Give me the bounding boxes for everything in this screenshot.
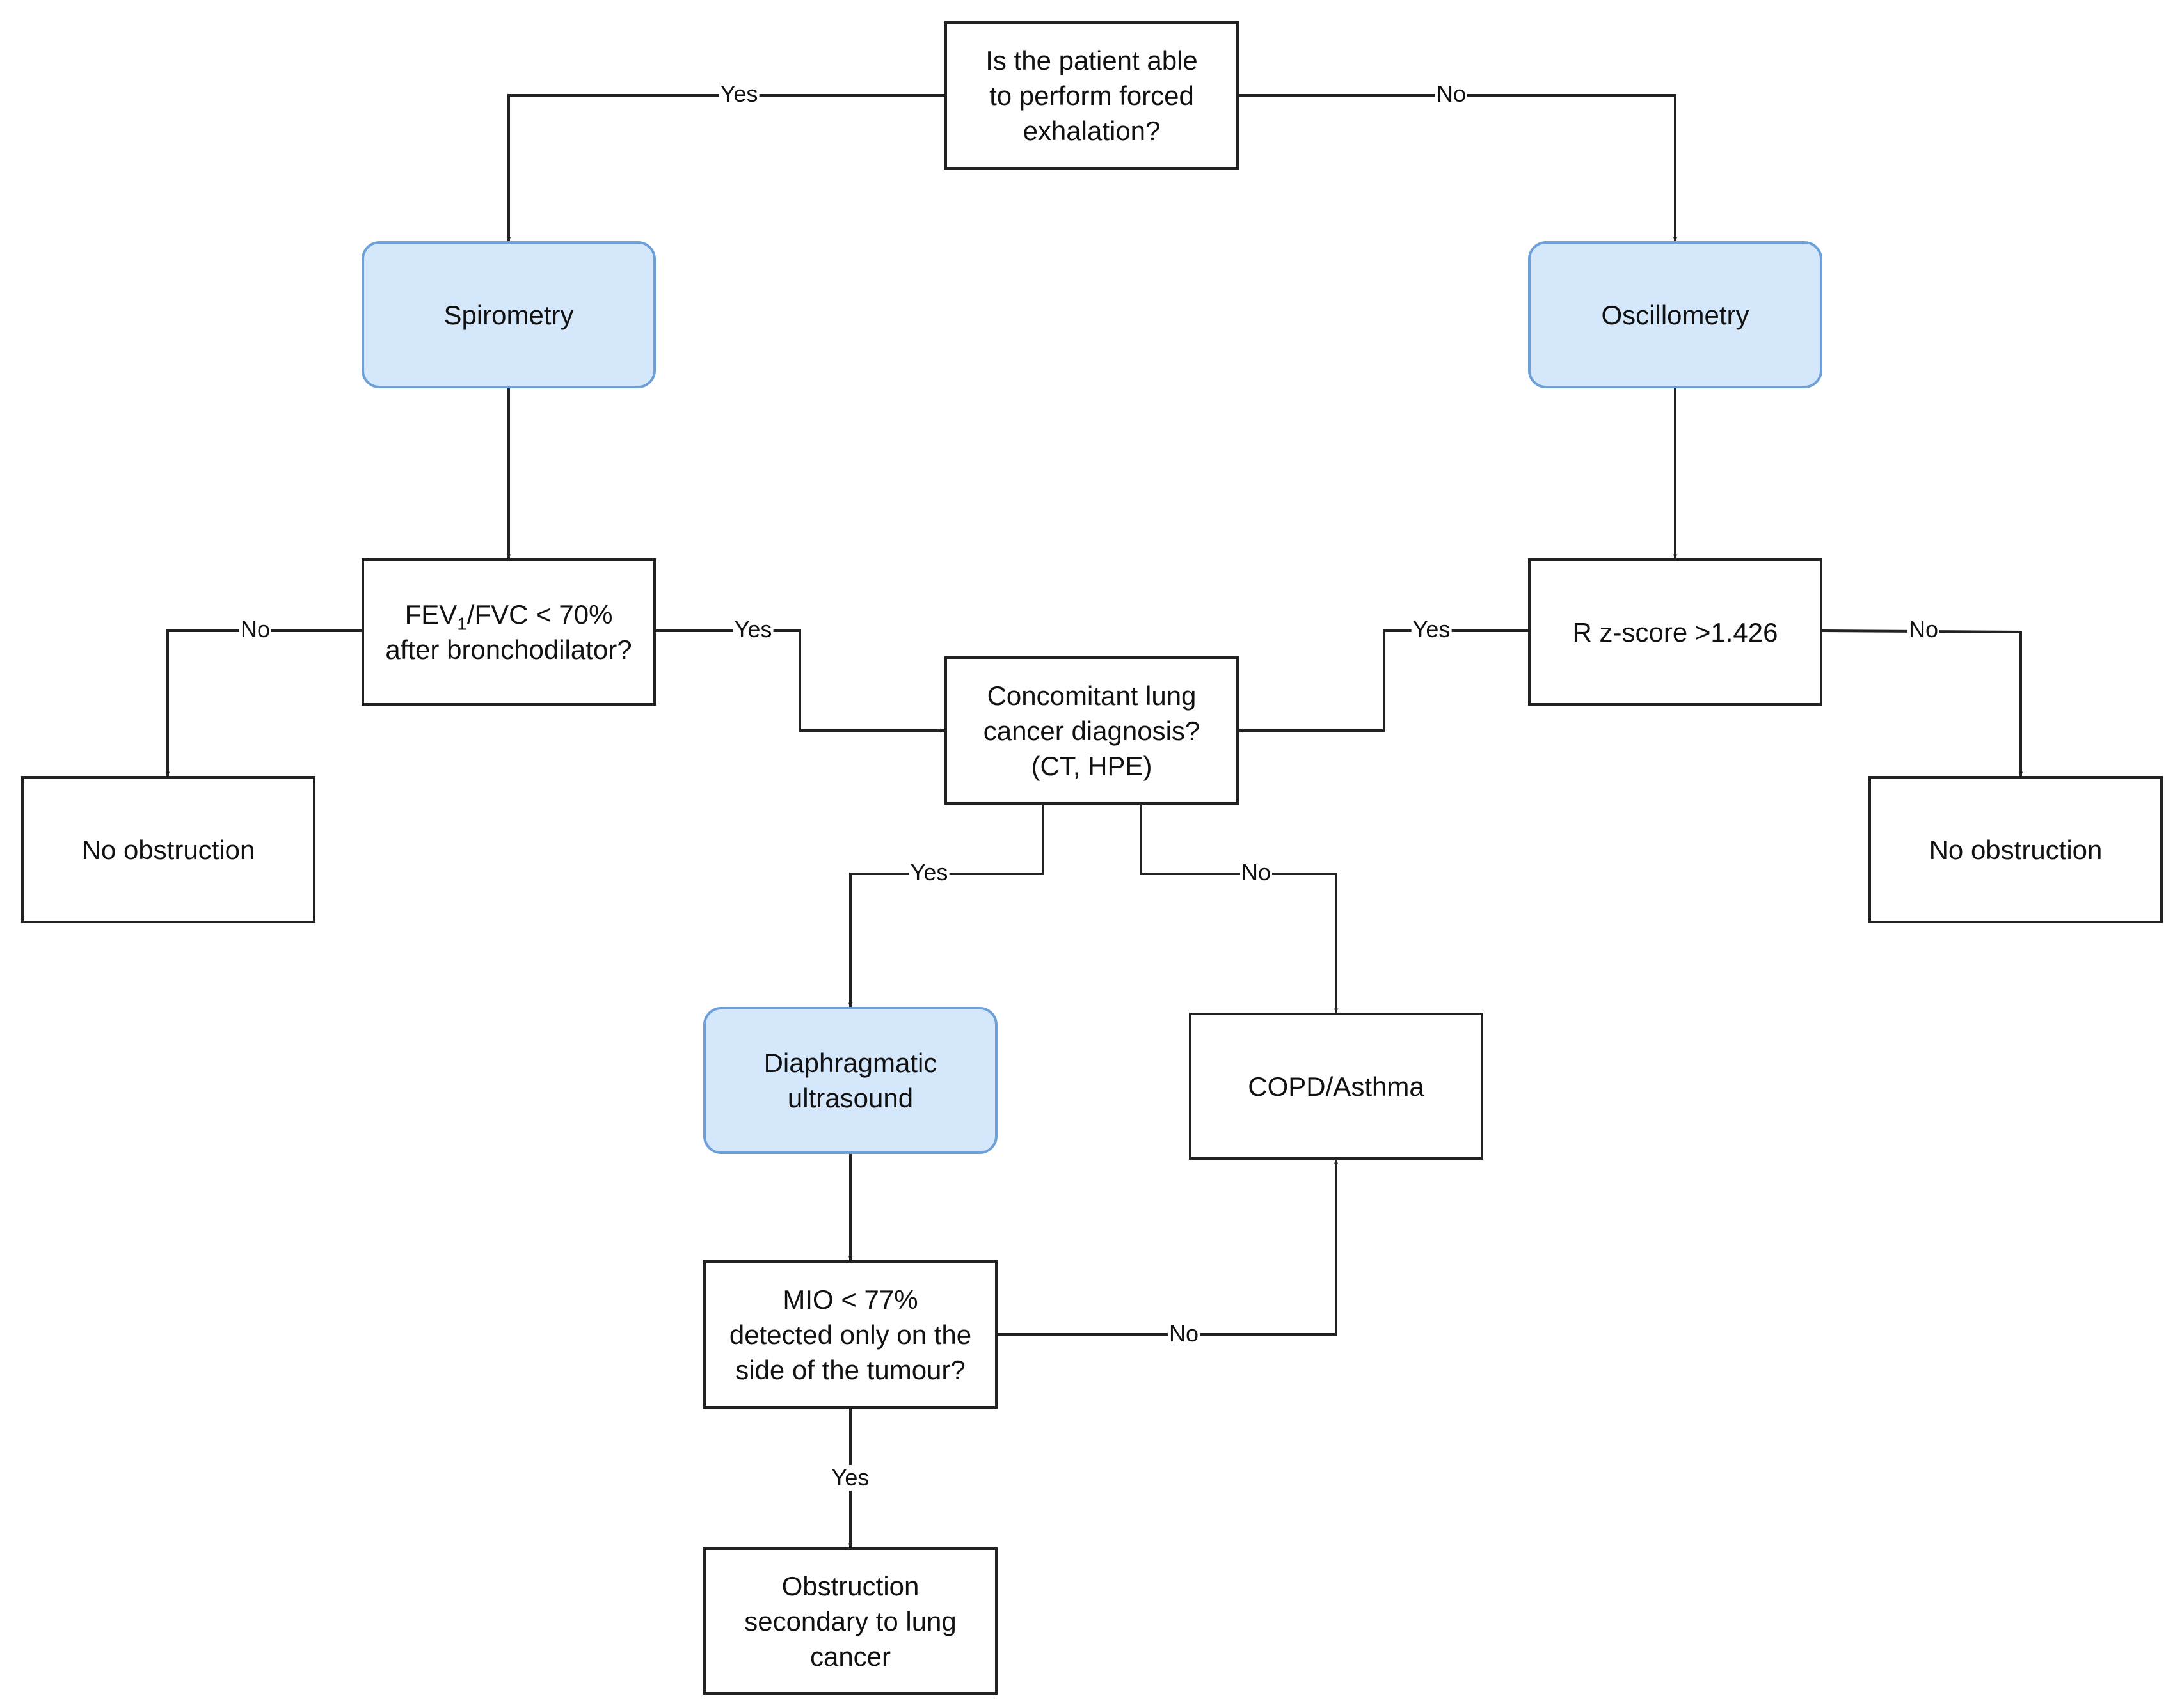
outcome-no-obstruction-right: No obstruction xyxy=(1868,776,2163,923)
node-text-line: to perform forced xyxy=(989,80,1194,111)
edge-label-fev-no: No xyxy=(239,616,272,642)
node-text-line: Is the patient able xyxy=(985,45,1198,75)
edge-label-cancer-no: No xyxy=(1239,859,1273,885)
node-text-line: MIO < 77% xyxy=(783,1284,918,1315)
question-forced-exhalation: Is the patient able to perform forced ex… xyxy=(944,21,1239,170)
node-text-line: detected only on the xyxy=(729,1319,972,1350)
node-text-line: after bronchodilator? xyxy=(385,635,632,665)
outcome-copd-asthma: COPD/Asthma xyxy=(1189,1013,1483,1160)
node-text-line: cancer diagnosis? xyxy=(983,715,1200,746)
edge-label-forced-yes: Yes xyxy=(719,81,760,107)
decision-r-zscore: R z-score >1.426 xyxy=(1528,558,1822,706)
fev-prefix: FEV xyxy=(404,599,458,629)
decision-fev1-fvc-ratio: FEV1/FVC < 70% after bronchodilator? xyxy=(362,558,656,706)
edge-mio-no-to-copd xyxy=(998,1160,1339,1336)
outcome-obstruction-secondary-to-lung-cancer: Obstruction secondary to lung cancer xyxy=(703,1547,998,1695)
edge-forced-no-to-oscillometry xyxy=(1239,94,1678,241)
edge-cancer-yes-to-diaphragm xyxy=(848,805,1044,1007)
node-text-line: ultrasound xyxy=(787,1083,914,1113)
node-text-line: Obstruction xyxy=(781,1570,920,1601)
process-oscillometry: Oscillometry xyxy=(1528,241,1822,388)
node-text-line: No obstruction xyxy=(1929,834,2103,865)
node-text-line: secondary to lung xyxy=(744,1606,957,1636)
node-text-line: Concomitant lung xyxy=(987,680,1197,711)
node-text-line: side of the tumour? xyxy=(735,1354,966,1385)
node-text-line: No obstruction xyxy=(81,834,255,865)
edge-label-forced-no: No xyxy=(1435,81,1468,107)
edge-forced-yes-to-spirometry xyxy=(506,94,944,241)
edge-label-mio-yes: Yes xyxy=(830,1464,871,1491)
edge-label-rz-no: No xyxy=(1907,616,1940,642)
node-text-line: FEV1/FVC < 70% xyxy=(385,597,632,634)
edge-fev-no-to-no-obstruction xyxy=(165,629,362,776)
outcome-no-obstruction-left: No obstruction xyxy=(21,776,315,923)
node-text-line: R z-score >1.426 xyxy=(1572,617,1778,647)
edge-cancer-no-to-copd xyxy=(1140,805,1339,1013)
node-text-line: COPD/Asthma xyxy=(1248,1071,1424,1102)
process-diaphragmatic-ultrasound: Diaphragmatic ultrasound xyxy=(703,1007,998,1154)
node-text-line: Spirometry xyxy=(443,299,574,330)
edge-label-mio-no: No xyxy=(1167,1320,1200,1347)
decision-mio-threshold: MIO < 77% detected only on the side of t… xyxy=(703,1260,998,1409)
edge-rz-yes-to-cancer xyxy=(1239,629,1528,733)
edge-fev-yes-to-cancer xyxy=(656,629,944,733)
node-text-line: Oscillometry xyxy=(1601,299,1749,330)
process-spirometry: Spirometry xyxy=(362,241,656,388)
decision-concomitant-lung-cancer: Concomitant lung cancer diagnosis? (CT, … xyxy=(944,656,1239,805)
node-text-line: exhalation? xyxy=(1023,115,1161,146)
edge-rz-no-to-no-obstruction xyxy=(1822,629,2023,776)
node-text-line: (CT, HPE) xyxy=(1031,750,1152,781)
fev-suffix: /FVC < 70% xyxy=(466,599,613,629)
fev-subscript: 1 xyxy=(457,613,467,634)
node-text-line: cancer xyxy=(809,1641,891,1672)
edge-label-fev-yes: Yes xyxy=(733,616,774,642)
edge-label-rz-yes: Yes xyxy=(1411,616,1452,642)
edge-label-cancer-yes: Yes xyxy=(909,859,950,885)
node-text-line: Diaphragmatic xyxy=(763,1048,937,1078)
